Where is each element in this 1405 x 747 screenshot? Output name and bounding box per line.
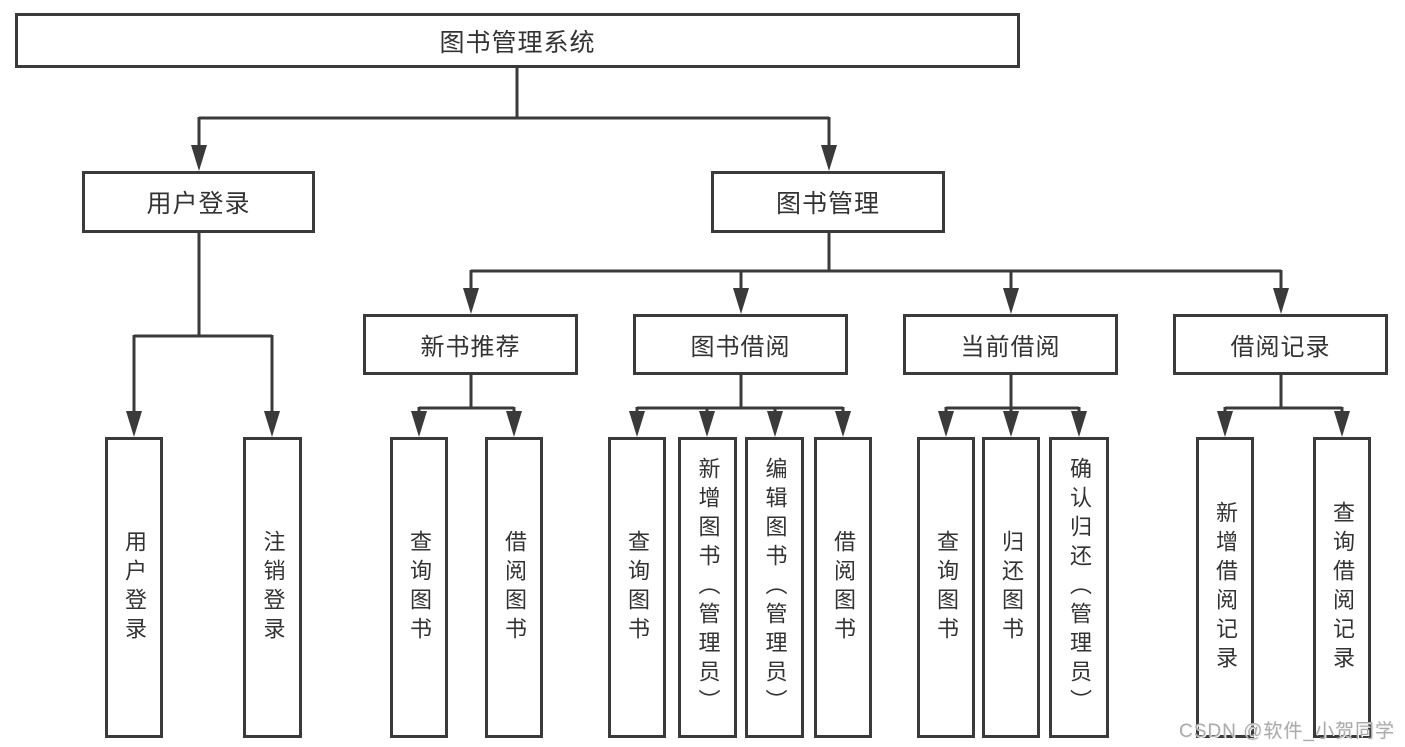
node-label: 确认归还（管理员）	[1067, 457, 1092, 718]
node-label: 编辑图书（管理员）	[762, 457, 788, 718]
node-label: 新增借阅记录	[1213, 500, 1238, 675]
leaf-query-borrow-record: 查询借阅记录	[1313, 437, 1371, 738]
node-current-borrowing: 当前借阅	[903, 314, 1118, 375]
arrowhead-icons	[126, 145, 1350, 437]
leaf-query-books-borrowing: 查询图书	[608, 437, 666, 738]
node-label: 当前借阅	[960, 334, 1061, 361]
node-new-book-recommend: 新书推荐	[363, 314, 578, 375]
node-label: 查询图书	[934, 529, 959, 646]
node-label: 注销登录	[260, 529, 286, 646]
csdn-watermark: CSDN @软件_小贺同学	[1179, 721, 1395, 742]
node-label: 借阅图书	[502, 529, 527, 646]
node-label: 图书借阅	[690, 334, 791, 361]
node-label: 查询借阅记录	[1330, 500, 1355, 675]
node-label: 图书管理系统	[439, 28, 596, 57]
leaf-query-books-current: 查询图书	[917, 437, 975, 738]
leaf-logout: 注销登录	[243, 437, 302, 738]
node-label: 用户登录	[146, 190, 251, 218]
node-borrowing-records: 借阅记录	[1173, 314, 1388, 375]
node-label: 查询图书	[407, 529, 432, 646]
leaf-borrow-books: 借阅图书	[814, 437, 872, 738]
tree-edges	[132, 68, 1344, 413]
node-label: 用户登录	[122, 529, 147, 646]
node-book-management: 图书管理	[711, 171, 945, 233]
node-root-system: 图书管理系统	[15, 13, 1020, 68]
node-label: 查询图书	[625, 529, 650, 646]
leaf-return-books: 归还图书	[982, 437, 1040, 738]
node-user-login: 用户登录	[82, 171, 315, 233]
node-label: 归还图书	[999, 529, 1024, 646]
leaf-add-books-admin: 新增图书（管理员）	[678, 437, 737, 738]
node-label: 借阅图书	[831, 529, 856, 646]
node-label: 借阅记录	[1230, 334, 1331, 361]
leaf-edit-books-admin: 编辑图书（管理员）	[745, 437, 804, 738]
leaf-add-borrow-record: 新增借阅记录	[1196, 437, 1254, 738]
leaf-query-books-recommend: 查询图书	[390, 437, 448, 738]
node-label: 新增图书（管理员）	[695, 457, 721, 718]
node-label: 图书管理	[775, 190, 880, 218]
node-book-borrowing: 图书借阅	[633, 314, 848, 375]
leaf-confirm-return-admin: 确认归还（管理员）	[1049, 437, 1109, 738]
leaf-borrow-books-recommend: 借阅图书	[485, 437, 543, 738]
node-label: 新书推荐	[420, 334, 521, 361]
leaf-user-login: 用户登录	[105, 437, 163, 738]
